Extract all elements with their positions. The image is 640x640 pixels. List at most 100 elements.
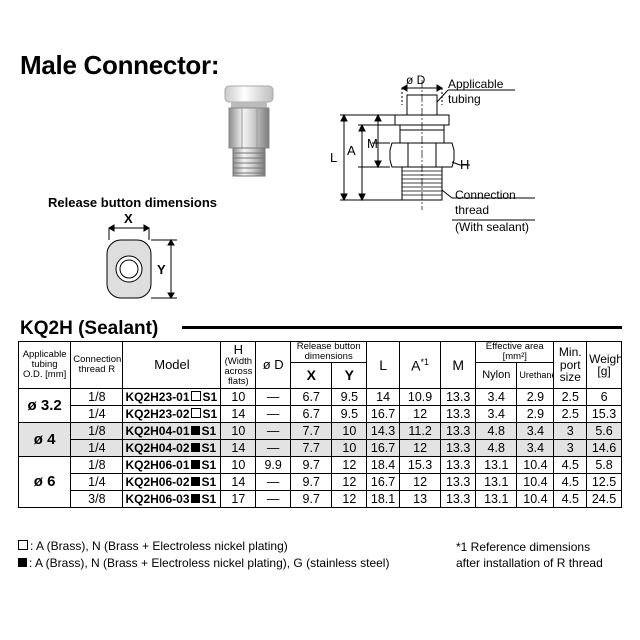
weight-cell: 12.5 [586,472,622,491]
open-square-icon [190,390,201,401]
a-cell: 15.3 [398,455,442,474]
thread-cell: 1/4 [70,472,124,491]
urethane-cell: 3.4 [516,438,555,457]
filled-square-icon [18,558,27,567]
open-square-icon [18,540,28,550]
col-weight-label: Weight [589,351,620,366]
port-cell: 2.5 [553,404,588,423]
m-cell: 13.3 [440,404,477,423]
m-cell: 13.3 [440,438,477,457]
thread-cell: 1/8 [70,455,124,474]
a-cell: 12 [398,472,442,491]
weight-cell: 24.5 [586,489,622,508]
y-cell: 12 [331,489,368,508]
y-cell: 12 [331,472,368,491]
l-cell: 16.7 [366,438,400,457]
model-cell: KQ2H04-02 S1 [122,438,222,457]
applicable-tubing-label-2: tubing [448,92,481,106]
col-h-label: H [233,342,244,358]
m-cell: 13.3 [440,472,477,491]
col-a-label: A [411,357,421,374]
urethane-cell: 10.4 [516,455,555,474]
filled-square-icon [190,459,200,469]
col-model: Model [122,341,222,389]
col-min-port: Min. port size [553,341,588,389]
release-button-diagram: X Y [106,212,177,299]
col-l: L [366,341,400,389]
x-cell: 9.7 [290,455,333,474]
col-eff-area-label: Effective area [485,341,544,352]
l-cell: 16.7 [366,404,400,423]
filled-square-icon [190,476,200,486]
col-release: Release button dimensions [290,341,368,363]
d-cell: — [255,404,292,423]
port-cell: 3 [553,438,588,457]
col-eff-area-unit: [mm²] [502,350,527,362]
tubing-od-cell: ø 6 [17,455,72,508]
col-h: H (Width across flats) [220,341,257,389]
weight-cell: 15.3 [586,404,622,423]
col-conn-thread: Connection thread R [70,341,124,389]
port-cell: 4.5 [553,455,588,474]
col-nylon: Nylon [475,361,518,389]
model-code: KQ2H23-02 [125,406,190,421]
a-cell: 12 [398,404,442,423]
h-cell: 14 [220,404,257,423]
x-cell: 6.7 [290,387,333,406]
urethane-cell: 10.4 [516,472,555,491]
d-cell: — [255,421,292,440]
col-x: X [290,361,333,389]
model-code: KQ2H04-02 [125,440,190,455]
release-y-label: Y [157,262,166,277]
x-cell: 6.7 [290,404,333,423]
model-code: KQ2H06-02 [125,474,190,489]
connection-thread-label-1: Connection [455,188,516,202]
model-suffix: S1 [201,440,217,455]
h-cell: 10 [220,387,257,406]
open-square-icon [190,407,201,418]
y-cell: 9.5 [331,387,368,406]
tubing-od-cell: ø 3.2 [17,387,72,423]
col-eff-area: Effective area [mm²] [475,341,555,363]
x-cell: 7.7 [290,421,333,440]
port-cell: 4.5 [553,489,588,508]
y-cell: 10 [331,421,368,440]
nylon-cell: 4.8 [475,421,518,440]
y-cell: 9.5 [331,404,368,423]
h-cell: 10 [220,455,257,474]
note-filled-text: : A (Brass), N (Brass + Electroless nick… [29,556,390,570]
nylon-cell: 13.1 [475,455,518,474]
section-title: KQ2H (Sealant) [20,318,159,339]
h-cell: 14 [220,472,257,491]
weight-cell: 5.6 [586,421,622,440]
nylon-cell: 13.1 [475,489,518,508]
note-reference: *1 Reference dimensions after installati… [456,540,603,570]
a-cell: 13 [398,489,442,508]
urethane-cell: 3.4 [516,421,555,440]
thread-cell: 1/4 [70,404,124,423]
note-filled-square: : A (Brass), N (Brass + Electroless nick… [18,556,389,570]
dim-H-label: H [460,157,469,172]
l-cell: 18.1 [366,489,400,508]
dia-d-label: ø D [406,73,426,87]
h-cell: 10 [220,421,257,440]
urethane-cell: 10.4 [516,489,555,508]
thread-cell: 3/8 [70,489,124,508]
d-cell: 9.9 [255,455,292,474]
y-cell: 10 [331,438,368,457]
l-cell: 14.3 [366,421,400,440]
col-weight: Weight [g] [586,341,622,389]
col-a-note: *1 [420,356,429,367]
col-weight-unit: [g] [597,363,611,378]
